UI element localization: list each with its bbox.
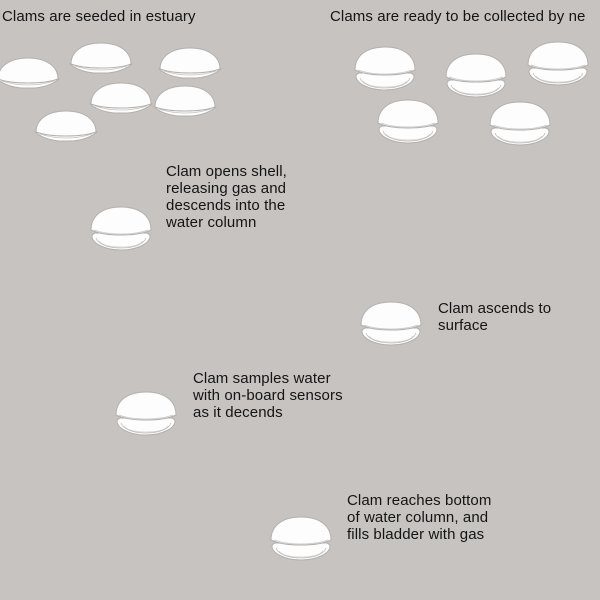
- closed-clam-icon: [88, 80, 154, 120]
- closed-clam-icon: [68, 40, 134, 80]
- caption-line: Clams are ready to be collected by ne: [330, 8, 586, 25]
- open-clam-icon: [525, 40, 591, 92]
- caption-clams-seeded: Clams are seeded in estuary: [2, 8, 196, 25]
- open-clam-icon: [352, 45, 418, 97]
- open-clam-icon: [375, 98, 441, 150]
- caption-line: surface: [438, 317, 488, 334]
- caption-line: of water column, and: [347, 509, 489, 526]
- caption-line: with on-board sensors: [193, 387, 343, 404]
- open-clam-icon: [268, 515, 334, 567]
- closed-clam-icon: [33, 108, 99, 148]
- open-clam-icon: [443, 52, 509, 104]
- caption-line: as it decends: [193, 404, 283, 421]
- caption-line: Clams are seeded in estuary: [2, 8, 196, 25]
- caption-line: releasing gas and: [166, 180, 287, 197]
- caption-line: descends into the: [166, 197, 286, 214]
- open-clam-icon: [487, 100, 553, 152]
- caption-line: Clam opens shell,: [166, 163, 287, 180]
- caption-line: Clam ascends to: [438, 300, 552, 317]
- caption-line: water column: [166, 214, 257, 231]
- open-clam-icon: [358, 300, 424, 352]
- open-clam-icon: [113, 390, 179, 442]
- caption-line: fills bladder with gas: [347, 526, 485, 543]
- closed-clam-icon: [157, 45, 223, 85]
- closed-clam-icon: [152, 83, 218, 123]
- caption-line: Clam samples water: [193, 370, 331, 387]
- caption-clams-collected: Clams are ready to be collected by ne: [330, 8, 586, 25]
- caption-line: Clam reaches bottom: [347, 492, 492, 509]
- open-clam-icon: [88, 205, 154, 257]
- closed-clam-icon: [0, 55, 61, 95]
